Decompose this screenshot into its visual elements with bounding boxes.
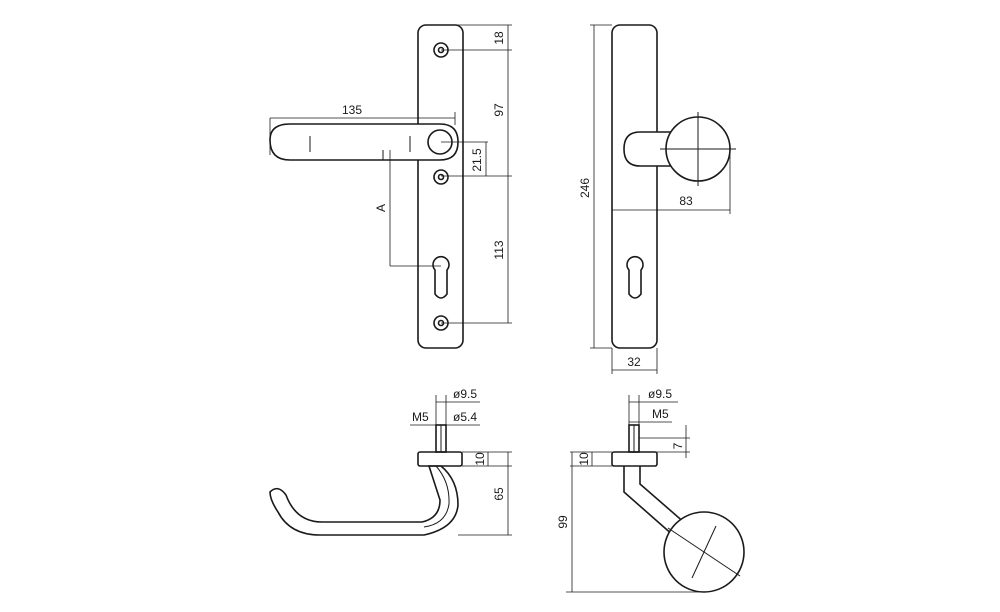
dim-lever-offset: 21.5 bbox=[470, 148, 484, 172]
front-view bbox=[269, 24, 464, 349]
screw-holes-front bbox=[433, 42, 449, 331]
knob-side bbox=[623, 112, 736, 186]
dim-knob-thread: M5 bbox=[652, 407, 669, 421]
dim-top-offset: 18 bbox=[492, 31, 506, 45]
dim-plate-width: 32 bbox=[627, 355, 641, 369]
lever-profile-dimensions: ø9.5 M5 ø5.4 10 65 bbox=[410, 387, 512, 536]
lever-rose bbox=[417, 451, 463, 467]
dim-lever-projection: 65 bbox=[492, 487, 506, 501]
dim-lever-inner-diameter: ø5.4 bbox=[453, 410, 477, 424]
lever-profile bbox=[269, 424, 463, 536]
dim-knob-pin: 7 bbox=[671, 442, 685, 449]
dim-knob-rose-height: 10 bbox=[577, 452, 591, 466]
dim-lever-thread: M5 bbox=[412, 410, 429, 424]
dim-lever-height: A bbox=[374, 204, 388, 212]
knob-rose bbox=[611, 451, 658, 467]
lever-handle-front bbox=[269, 123, 459, 161]
dim-upper-spacing: 97 bbox=[492, 103, 506, 117]
cylinder-cutout-side bbox=[626, 255, 644, 299]
dim-knob-total-projection: 99 bbox=[556, 515, 570, 529]
dim-lever-diameter: ø9.5 bbox=[453, 387, 477, 401]
front-view-dimensions: 135 18 97 21.5 113 A bbox=[269, 24, 512, 324]
side-view bbox=[611, 24, 736, 349]
knob-profile-dimensions: ø9.5 M5 7 10 99 bbox=[556, 387, 704, 593]
lever-body-profile bbox=[269, 465, 459, 536]
dim-handle-length: 135 bbox=[342, 103, 362, 117]
dim-total-length: 246 bbox=[578, 178, 592, 198]
dim-lever-rose-height: 10 bbox=[473, 452, 487, 466]
backplate-side bbox=[611, 24, 658, 349]
backplate-front bbox=[417, 24, 464, 349]
dim-lower-spacing: 113 bbox=[492, 240, 506, 259]
cylinder-cutout-front bbox=[432, 255, 450, 299]
dim-knob-projection: 83 bbox=[679, 194, 693, 208]
dim-knob-diameter: ø9.5 bbox=[648, 387, 672, 401]
side-view-dimensions: 246 83 32 bbox=[578, 24, 731, 374]
